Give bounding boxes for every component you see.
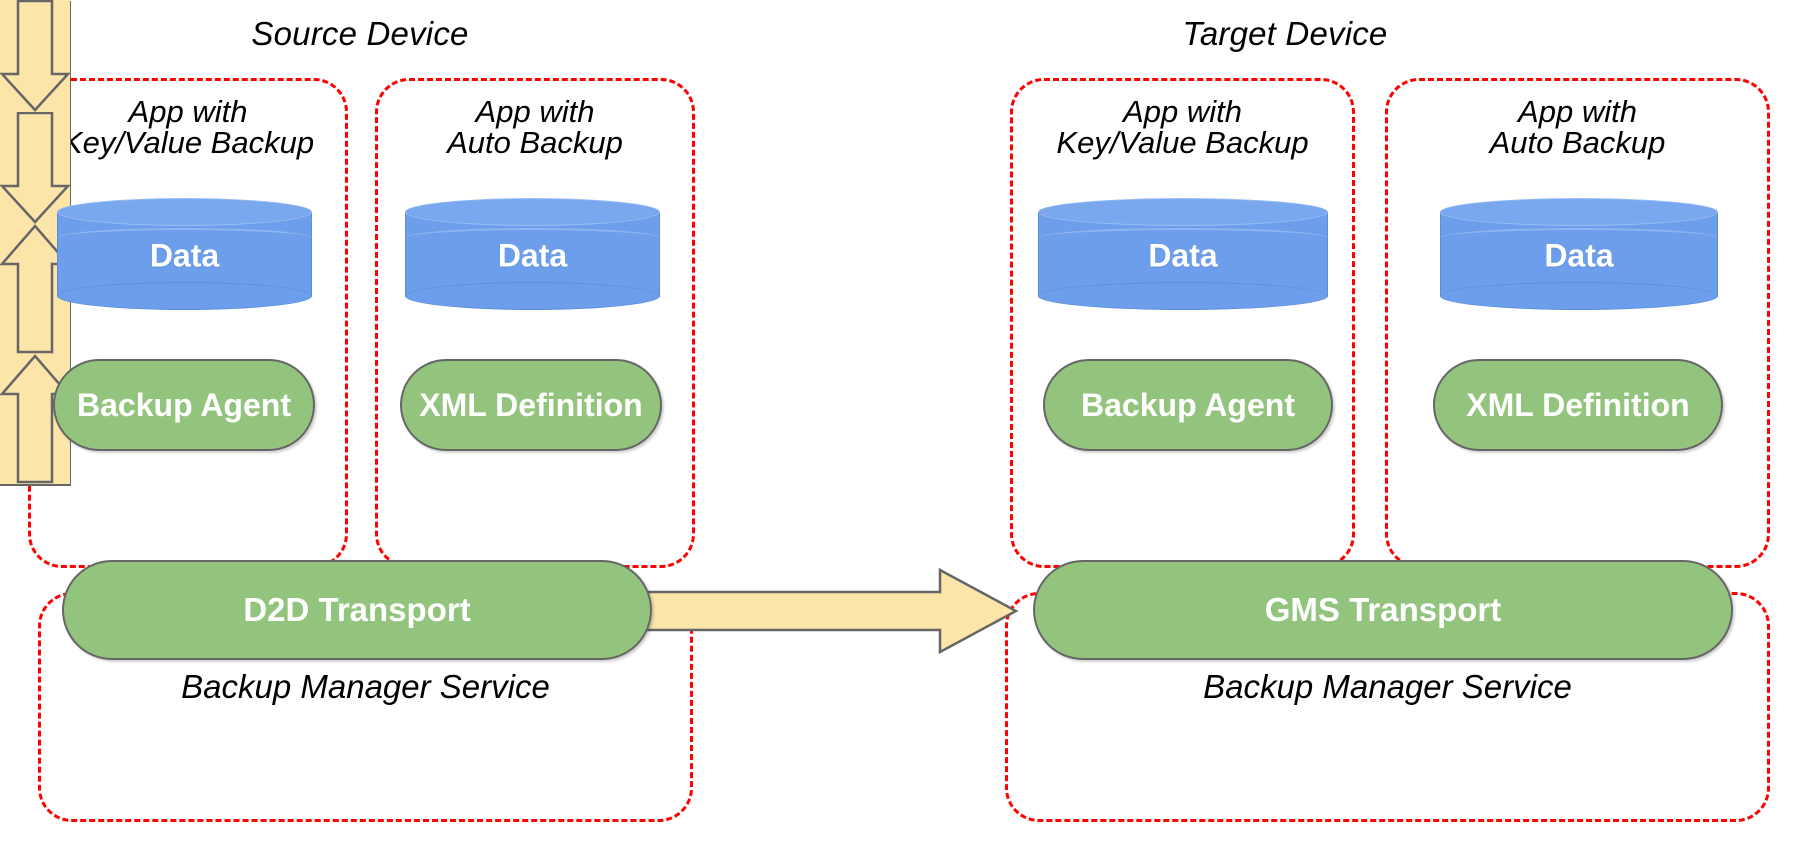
cylinder-inner-line [57, 228, 312, 248]
target-backup-manager-service-caption: Backup Manager Service [1203, 668, 1572, 705]
arrow-down-icon [0, 112, 70, 224]
cylinder-bottom-ellipse [57, 282, 312, 310]
source-device-title: Source Device [251, 15, 469, 52]
target-app-auto-caption-l1: App with [1518, 94, 1637, 129]
cylinder-bottom-ellipse [1440, 282, 1718, 310]
target-app-keyvalue-caption-l1: App with [1123, 94, 1242, 129]
gms-transport-pill[interactable]: GMS Transport [1033, 560, 1733, 660]
arrow-right-icon [620, 567, 1019, 655]
source-app-keyvalue-data-label: Data [149, 237, 220, 274]
d2d-to-gms-arrow [620, 566, 1020, 656]
source-app-keyvalue-data-cylinder: Data [57, 198, 312, 310]
target-app-auto-data-cylinder: Data [1440, 198, 1718, 310]
cylinder-inner-line [405, 228, 660, 248]
cylinder-top-ellipse [405, 198, 660, 226]
target-app-keyvalue-caption-l2: Key/Value Backup [1056, 125, 1309, 160]
target-app-auto-caption-l2: Auto Backup [1489, 125, 1666, 160]
target-backup-agent-pill[interactable]: Backup Agent [1043, 359, 1333, 451]
source-app-auto-data-cylinder: Data [405, 198, 660, 310]
cylinder-inner-line [1038, 228, 1328, 248]
source-app-auto-caption-l2: Auto Backup [447, 125, 623, 160]
cylinder-inner-line [1440, 228, 1718, 248]
target-app-keyvalue-data-cylinder: Data [1038, 198, 1328, 310]
target-device-title: Target Device [1182, 15, 1388, 52]
target-app-keyvalue-data-label: Data [1148, 237, 1218, 274]
source-arrow-down-keyvalue [0, 0, 70, 112]
source-arrow-down-auto [0, 112, 70, 224]
arrow-down-icon [0, 0, 70, 112]
cylinder-top-ellipse [1038, 198, 1328, 226]
source-app-auto-data-label: Data [497, 237, 568, 274]
source-backup-agent-pill[interactable]: Backup Agent [53, 359, 315, 451]
target-xml-definition-pill[interactable]: XML Definition [1433, 359, 1723, 451]
source-backup-manager-service-caption: Backup Manager Service [181, 668, 550, 705]
source-app-auto-caption-l1: App with [475, 94, 595, 129]
cylinder-top-ellipse [1440, 198, 1718, 226]
source-app-keyvalue-caption-l1: App with [128, 94, 248, 129]
cylinder-bottom-ellipse [405, 282, 660, 310]
target-app-auto-data-label: Data [1544, 237, 1614, 274]
cylinder-top-ellipse [57, 198, 312, 226]
cylinder-bottom-ellipse [1038, 282, 1328, 310]
source-app-keyvalue-caption-l2: Key/Value Backup [61, 125, 315, 160]
source-xml-definition-pill[interactable]: XML Definition [400, 359, 662, 451]
d2d-transport-pill[interactable]: D2D Transport [62, 560, 652, 660]
